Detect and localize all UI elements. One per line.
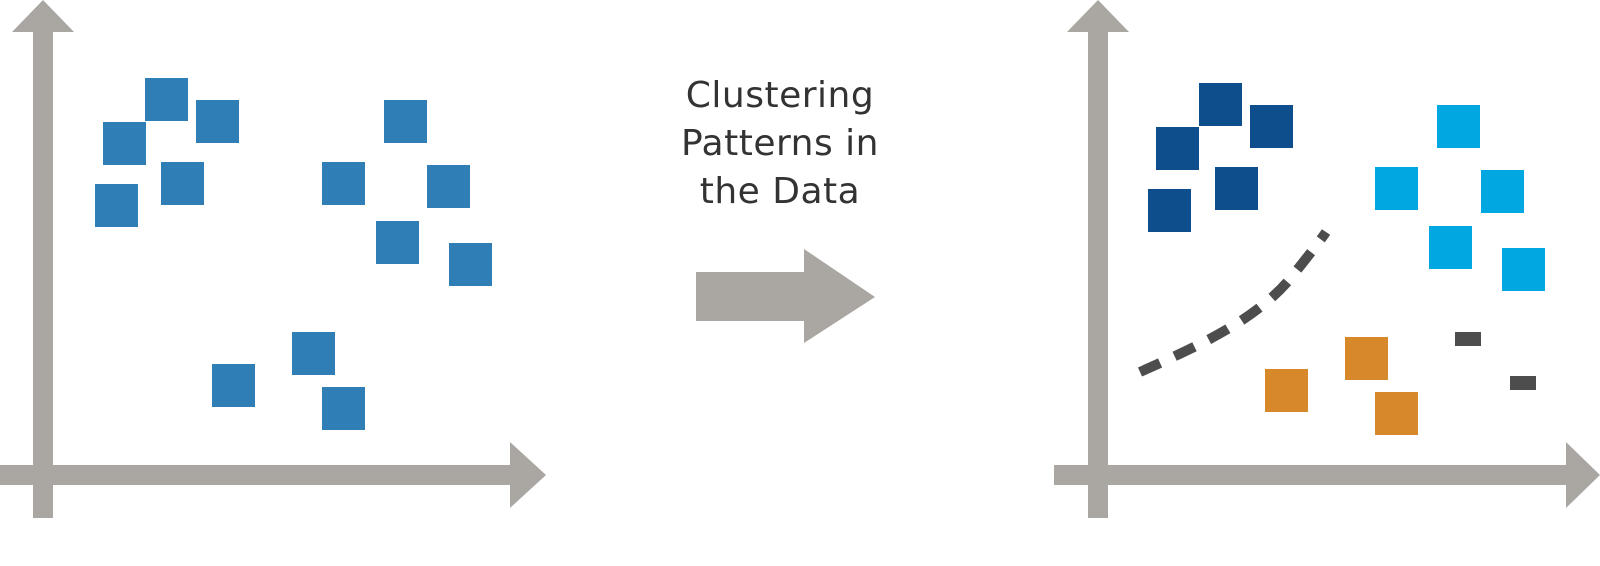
left-axes: [0, 0, 546, 518]
left-y-axis-arrowhead: [12, 0, 74, 32]
raw-point: [212, 364, 255, 407]
raw-point: [292, 332, 335, 375]
outliers: [1455, 332, 1536, 390]
cluster-point: [1215, 167, 1258, 210]
raw-point: [384, 100, 427, 143]
raw-point: [196, 100, 239, 143]
raw-point: [427, 165, 470, 208]
outlier-marker: [1455, 332, 1481, 346]
caption: Clustering Patterns in the Data: [640, 72, 920, 216]
raw-point: [322, 162, 365, 205]
cluster-point: [1265, 369, 1308, 412]
caption-line-2: Patterns in: [680, 123, 880, 164]
cluster-point: [1345, 337, 1388, 380]
right-y-axis-line: [1088, 28, 1108, 518]
raw-point: [161, 162, 204, 205]
raw-point: [376, 221, 419, 264]
left-y-axis-line: [33, 28, 53, 518]
right-panel-clustered-data: [1054, 0, 1600, 518]
cluster-dark-blue: [1148, 83, 1293, 232]
cluster-point: [1481, 170, 1524, 213]
raw-point: [95, 184, 138, 227]
cluster-point: [1199, 83, 1242, 126]
cluster-point: [1375, 392, 1418, 435]
cluster-point: [1250, 105, 1293, 148]
cluster-light-blue: [1375, 105, 1545, 291]
left-data-points: [95, 78, 492, 430]
cluster-point: [1375, 167, 1418, 210]
raw-point: [103, 122, 146, 165]
left-x-axis-line: [0, 465, 512, 485]
raw-point: [449, 243, 492, 286]
raw-point: [145, 78, 188, 121]
cluster-point: [1429, 226, 1472, 269]
transform-arrow: [696, 249, 875, 343]
left-panel-unlabeled-data: [0, 0, 546, 518]
left-x-axis-arrowhead: [510, 442, 546, 508]
caption-line-1: Clustering: [685, 75, 875, 116]
right-y-axis-arrowhead: [1067, 0, 1129, 32]
outlier-marker: [1510, 376, 1536, 390]
cluster-point: [1502, 248, 1545, 291]
raw-point: [322, 387, 365, 430]
caption-line-3: the Data: [699, 171, 861, 212]
right-x-axis-arrowhead: [1566, 442, 1600, 508]
cluster-orange: [1265, 337, 1418, 435]
cluster-boundary-dashed-curve: [1137, 229, 1331, 377]
cluster-point: [1148, 189, 1191, 232]
right-x-axis-line: [1054, 465, 1568, 485]
cluster-point: [1156, 127, 1199, 170]
right-axes: [1054, 0, 1600, 518]
cluster-point: [1437, 105, 1480, 148]
